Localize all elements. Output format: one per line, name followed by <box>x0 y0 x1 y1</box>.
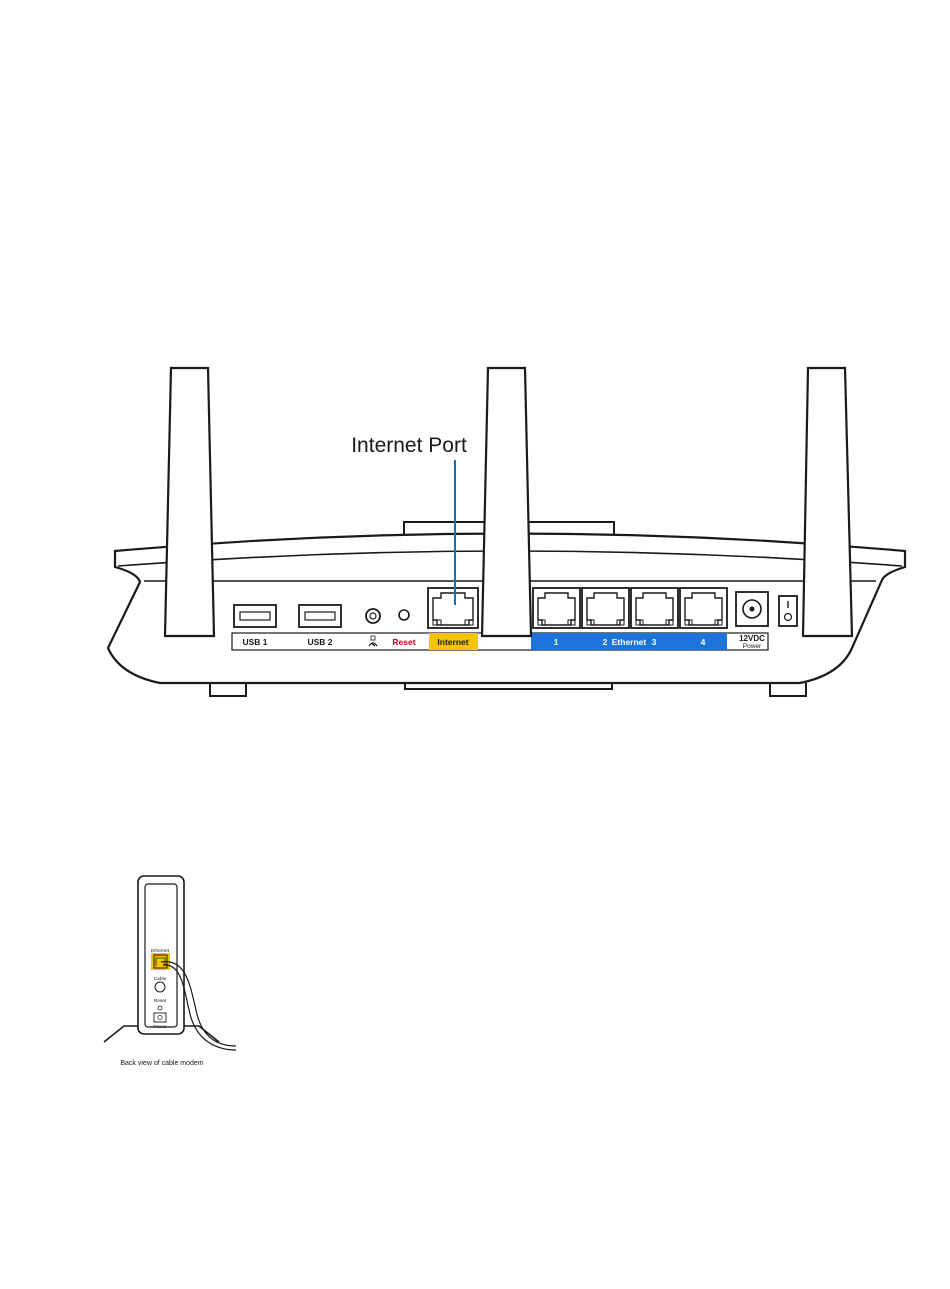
ethernet-2-label: 2 <box>603 637 608 647</box>
power-label: Power <box>743 643 762 650</box>
usb2-label: USB 2 <box>307 637 332 647</box>
ethernet-4-label: 4 <box>701 637 706 647</box>
cable-modem-rear-view: Ethernet Cable Reset Power Back view of … <box>104 876 236 1067</box>
antenna-right <box>803 368 852 636</box>
router-foot-right <box>770 683 806 696</box>
antenna-center <box>482 368 531 636</box>
antenna-left <box>165 368 214 636</box>
internet-port-callout-label: Internet Port <box>351 434 467 457</box>
modem-caption: Back view of cable modem <box>120 1060 203 1067</box>
modem-power-label: Power <box>153 1024 167 1030</box>
ethernet-3-label: 3 <box>652 637 657 647</box>
modem-cable-label: Cable <box>154 976 167 982</box>
reset-label: Reset <box>392 637 415 647</box>
ethernet-1-label: 1 <box>554 637 559 647</box>
router-foot-left <box>210 683 246 696</box>
power-volts-label: 12VDC <box>739 634 765 643</box>
router-rear-view: USB 1 USB 2 Reset Internet 1 2 Ethernet … <box>108 368 905 696</box>
internet-label: Internet <box>437 637 468 647</box>
ethernet-group-label: Ethernet <box>612 637 647 647</box>
modem-reset-label: Reset <box>154 998 167 1004</box>
usb1-label: USB 1 <box>242 637 267 647</box>
